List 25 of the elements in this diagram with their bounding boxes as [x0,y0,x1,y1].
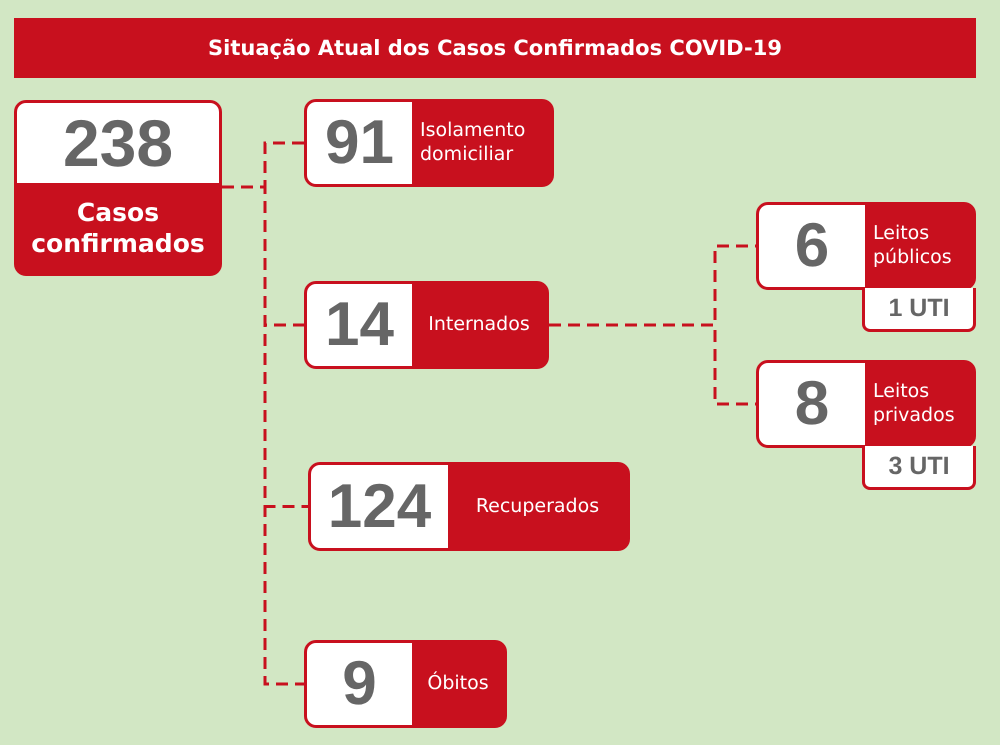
category-label: Isolamento domiciliar [420,119,526,167]
category-label: Óbitos [427,672,489,696]
count-number: 9 [307,643,412,725]
icu-count-tab: 1 UTI [862,288,976,332]
count-number: 238 [17,103,219,183]
category-label: Leitos privados [873,380,956,428]
dashed-connector [549,324,756,406]
category-label: Recuperados [476,494,600,518]
icu-count-tab: 3 UTI [862,446,976,490]
stat-card [14,100,222,276]
count-number: 91 [307,102,412,184]
title-banner: Situação Atual dos Casos Confirmados COVID-19 [14,18,976,78]
count-number: 124 [311,465,448,548]
count-number: 8 [759,363,865,445]
count-number: 6 [759,205,865,287]
stat-card [756,202,976,290]
stat-card [308,462,630,551]
category-label: Internados [428,313,530,337]
stat-card [304,640,507,728]
stat-card [304,99,554,187]
stat-card [304,281,549,369]
category-label: Casos confirmados [30,196,206,260]
count-number: 14 [307,284,412,366]
category-label: Leitos públicos [873,222,953,270]
stat-card [756,360,976,448]
